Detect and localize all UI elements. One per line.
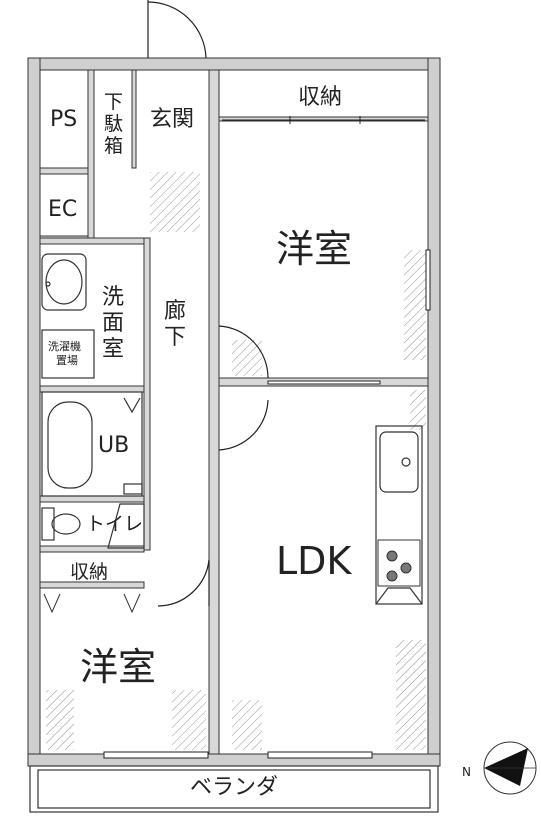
room-ldk-label: LDK [276,539,352,583]
sink-icon [41,253,87,311]
veranda-label: ベランダ [190,775,278,800]
room-bedroom-north-label: 洋室 [276,227,352,271]
washer-space-label: 洗濯機置場 [48,339,81,367]
toilet-icon [41,503,145,549]
room-ps-label: PS [50,107,77,132]
bathtub-icon [41,391,143,497]
room-ec-label: EC [48,197,77,222]
room-bedroom-south-label: 洋室 [80,645,156,689]
kitchen-counter [375,425,423,605]
room-entrance-label: 玄関 [150,107,194,132]
wall-hatching [46,172,426,750]
room-toilet-label: トイレ [86,513,143,535]
room-shoe-box-label: 下駄箱 [104,91,123,157]
room-storage-bottom-label: 収納 [70,561,108,583]
stove-icon [377,539,421,587]
storage-top-door [222,116,425,124]
compass-north-label: N [462,765,471,779]
veranda [29,765,439,813]
storage-bottom-markers [43,593,141,614]
windows [103,249,431,759]
room-bath-label: UB [98,433,129,458]
entrance-door [147,0,207,59]
room-storage-top-label: 収納 [298,85,342,110]
compass-icon [483,741,537,795]
door-swings [157,325,269,607]
washer-space-box [41,329,95,379]
room-hallway-label: 廊下 [164,299,186,350]
room-washroom-label: 洗面室 [102,285,124,362]
